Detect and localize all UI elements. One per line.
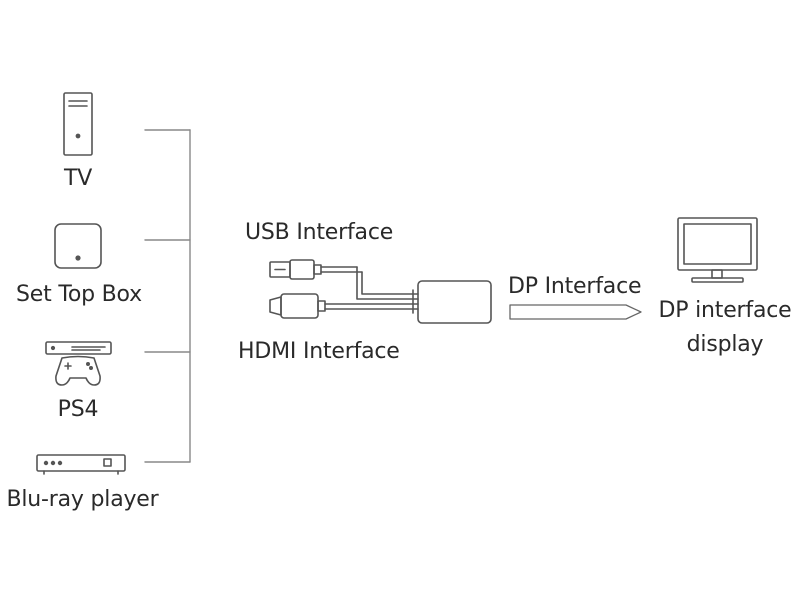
game-console-icon — [45, 341, 112, 386]
display-label-line2: display — [686, 332, 764, 357]
adapter-box — [412, 280, 492, 324]
set-top-box-icon — [54, 223, 102, 269]
display-label-line1: DP interface — [658, 298, 792, 323]
source-label-bluray-player: Blu-ray player — [6, 487, 159, 512]
bluray-player-icon — [36, 454, 126, 475]
hdmi-interface-label: HDMI Interface — [238, 339, 400, 364]
dp-arrow — [509, 304, 642, 320]
source-bus-lines — [144, 129, 191, 463]
usb-cable — [356, 266, 419, 300]
hdmi-connector-icon — [269, 293, 419, 319]
pc-tower-icon — [63, 92, 93, 156]
usb-connector-icon — [269, 259, 363, 280]
source-label-tv: TV — [63, 166, 93, 191]
usb-interface-label: USB Interface — [245, 220, 394, 245]
monitor-icon — [677, 217, 758, 283]
source-label-set-top-box: Set Top Box — [16, 282, 142, 307]
dp-interface-label: DP Interface — [508, 274, 642, 299]
source-label-ps4: PS4 — [57, 397, 99, 422]
